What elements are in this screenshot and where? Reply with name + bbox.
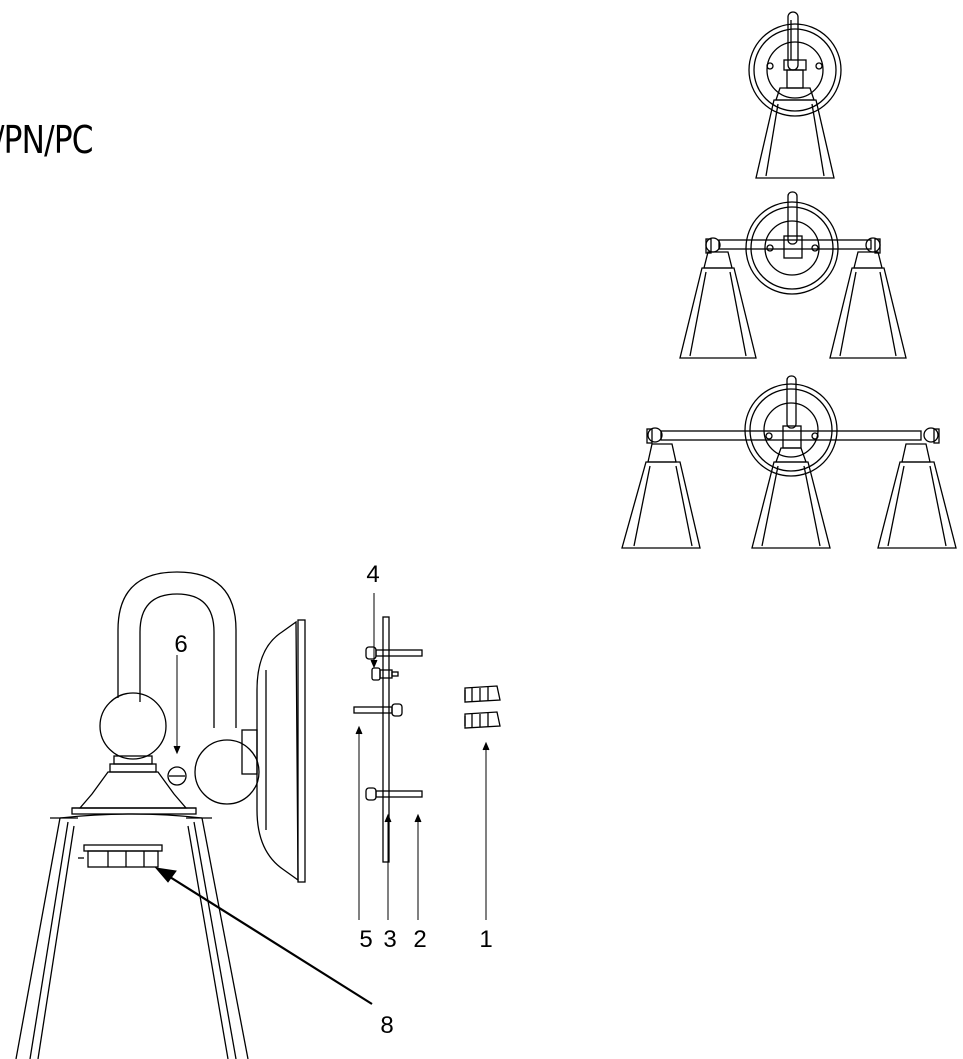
bulb-socket-icon	[78, 844, 163, 868]
finish-code-title: /PN/PC	[0, 118, 94, 162]
callout-4: 4	[366, 561, 379, 588]
one-light-fixture	[748, 11, 842, 179]
wall-sconce-icon	[15, 571, 260, 1059]
two-light-fixture	[679, 191, 907, 359]
callout-3: 3	[383, 926, 396, 953]
callout-2: 2	[413, 926, 426, 953]
callout-8: 8	[380, 1012, 393, 1039]
set-screw-knob	[167, 766, 187, 786]
callout-1: 1	[479, 926, 492, 953]
three-light-fixture	[621, 375, 957, 549]
mounting-strap-icon	[353, 616, 423, 863]
callout-6: 6	[174, 631, 187, 658]
wire-nut-icon	[464, 685, 501, 729]
callout-5: 5	[359, 926, 372, 953]
callout-leaders	[154, 593, 490, 1005]
wall-plate-side	[241, 619, 306, 883]
